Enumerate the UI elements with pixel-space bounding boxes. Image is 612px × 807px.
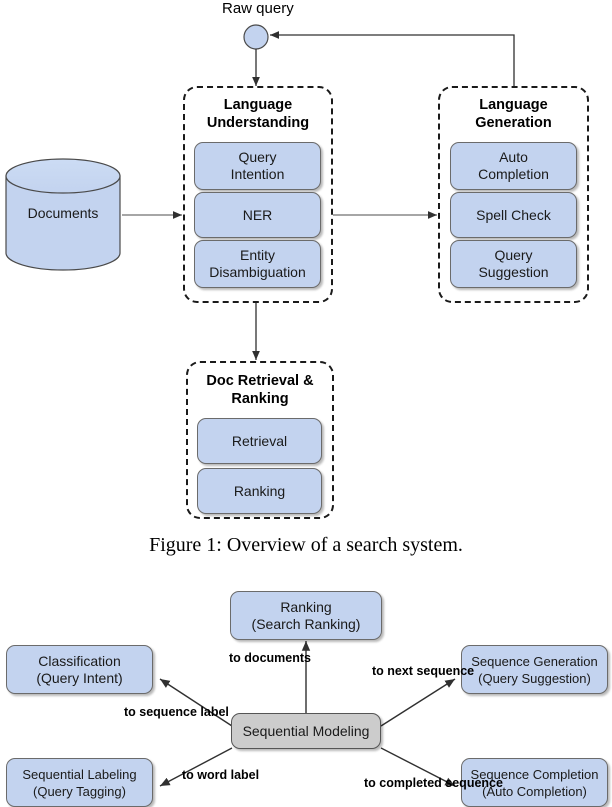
node-query-suggestion-line-2: Suggestion	[478, 264, 549, 280]
group-title-line-1: Doc Retrieval	[206, 373, 300, 389]
group-title-line-1: Language	[479, 97, 548, 113]
group-title-line-2: Understanding	[206, 115, 310, 131]
node-ranking-line-1: Ranking	[280, 598, 332, 615]
group-title-line-2: Generation	[475, 115, 552, 131]
node-spell-check[interactable]: Spell Check	[450, 192, 577, 238]
node-auto-completion[interactable]: Auto Completion	[450, 142, 577, 190]
node-ner-line-1: NER	[242, 206, 273, 223]
node-auto-completion-line-2: Completion	[478, 166, 549, 182]
node-sequential-labeling-line-1: Sequential Labeling	[22, 766, 137, 782]
group-title-line-2: & Ranking	[231, 373, 314, 407]
node-sequence-completion-line-1: Sequence Completion	[470, 766, 599, 782]
node-classification-line-1: Classification	[38, 652, 121, 669]
group-language-generation-title: Language Generation	[440, 96, 587, 132]
node-ranking[interactable]: Ranking	[197, 468, 322, 514]
node-sequential-modeling[interactable]: Sequential Modeling	[231, 713, 381, 749]
node-query-intention[interactable]: Query Intention	[194, 142, 321, 190]
raw-query-label: Raw query	[222, 0, 294, 17]
node-sequence-generation-line-1: Sequence Generation	[471, 653, 598, 669]
node-query-intention-line-1: Query	[238, 149, 277, 165]
node-spell-check-line-1: Spell Check	[476, 206, 551, 223]
group-doc-retrieval-ranking-title: Doc Retrieval & Ranking	[188, 372, 332, 408]
node-sequential-modeling-label: Sequential Modeling	[242, 722, 370, 739]
node-ranking-search-ranking[interactable]: Ranking (Search Ranking)	[230, 591, 382, 640]
node-query-intention-line-2: Intention	[230, 166, 285, 182]
group-title-line-1: Language	[223, 97, 293, 113]
node-sequential-labeling-line-2: (Query Tagging)	[33, 783, 126, 799]
node-query-suggestion[interactable]: Query Suggestion	[450, 240, 577, 288]
figure-1-caption: Figure 1: Overview of a search system.	[149, 534, 463, 556]
node-classification-line-2: (Query Intent)	[36, 669, 123, 686]
raw-query-node	[243, 24, 269, 50]
node-auto-completion-line-1: Auto	[499, 149, 528, 165]
node-ner[interactable]: NER	[194, 192, 321, 238]
node-ranking-line-2: (Search Ranking)	[251, 615, 361, 632]
node-retrieval-line-1: Retrieval	[231, 432, 288, 449]
node-sequence-generation-line-2: (Query Suggestion)	[478, 670, 591, 686]
node-entity-disambiguation-line-2: Disambiguation	[209, 264, 306, 280]
documents-label: Documents	[27, 205, 99, 221]
node-sequence-generation-query-suggestion[interactable]: Sequence Generation (Query Suggestion)	[461, 645, 608, 694]
node-retrieval[interactable]: Retrieval	[197, 418, 322, 464]
node-entity-disambiguation-line-1: Entity	[239, 247, 275, 263]
node-query-suggestion-line-1: Query	[494, 247, 533, 263]
node-sequence-completion-line-2: (Auto Completion)	[482, 783, 587, 799]
node-ranking-line-1: Ranking	[233, 482, 286, 499]
node-classification-query-intent[interactable]: Classification (Query Intent)	[6, 645, 153, 694]
node-entity-disambiguation[interactable]: Entity Disambiguation	[194, 240, 321, 288]
node-sequential-labeling-query-tagging[interactable]: Sequential Labeling (Query Tagging)	[6, 758, 153, 807]
group-language-understanding-title: Language Understanding	[185, 96, 331, 132]
node-sequence-completion-auto-completion[interactable]: Sequence Completion (Auto Completion)	[461, 758, 608, 807]
